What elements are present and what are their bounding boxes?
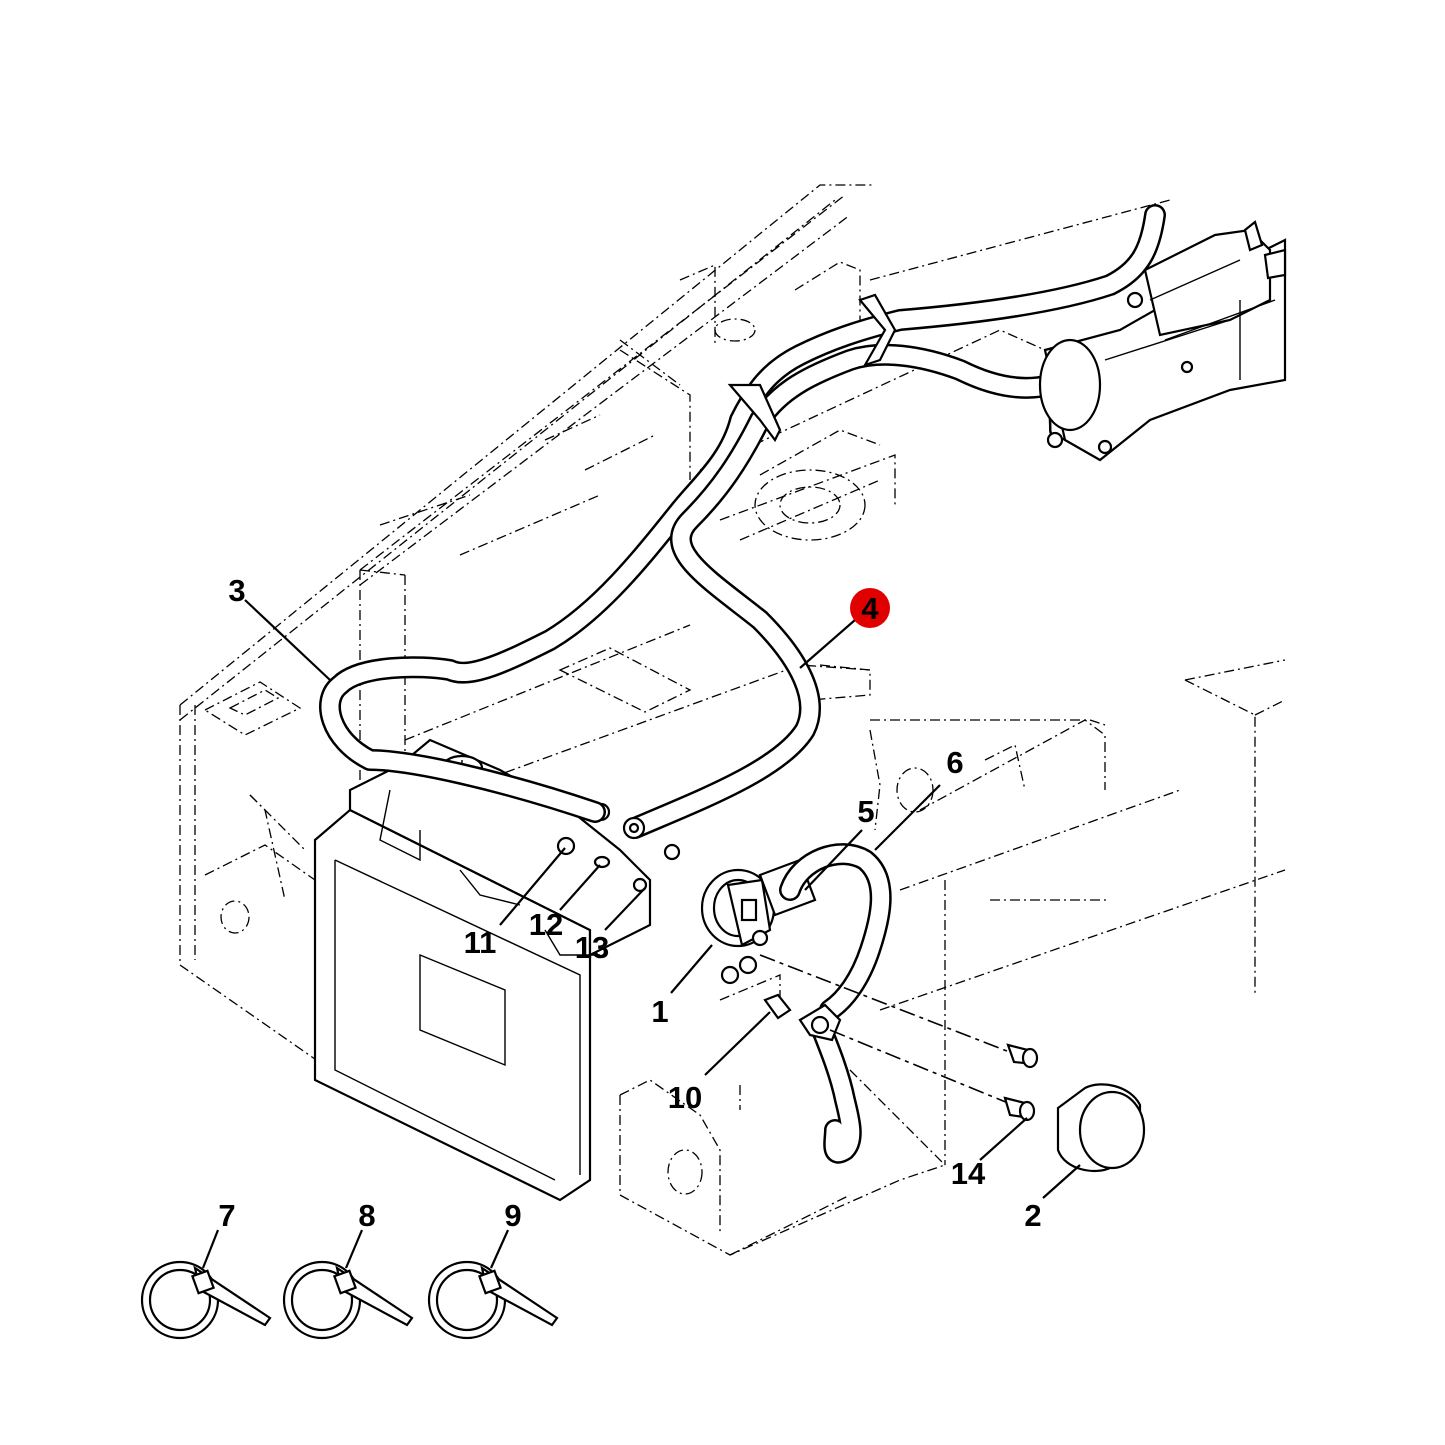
callout-8[interactable]: 8	[358, 1198, 375, 1233]
callout-5[interactable]: 5	[857, 794, 874, 829]
bolt[interactable]	[763, 993, 792, 1020]
callout-12[interactable]: 12	[529, 907, 563, 942]
cable-terminal-hole	[628, 822, 640, 834]
bolt[interactable]	[1006, 1043, 1039, 1069]
bolt[interactable]	[1003, 1096, 1036, 1122]
callout-2[interactable]: 2	[1024, 1198, 1041, 1233]
leader-lines	[201, 599, 1081, 1269]
callout-10[interactable]: 10	[668, 1080, 702, 1115]
callout-4[interactable]: 4	[861, 591, 879, 626]
cable-tie[interactable]	[140, 1260, 272, 1340]
cable-tie[interactable]	[427, 1260, 559, 1340]
callout-3[interactable]: 3	[228, 573, 245, 608]
callout-4-highlight	[850, 588, 890, 628]
callout-1[interactable]: 1	[651, 994, 668, 1029]
callout-9[interactable]: 9	[504, 1198, 521, 1233]
starter-motor	[1038, 220, 1287, 462]
battery-cable[interactable]	[319, 204, 1166, 823]
cable-clamp	[727, 293, 897, 443]
callouts: 1 2 3 4 5 6 7 8 9 10 11 12 13 14	[218, 573, 1041, 1233]
jumper-cable[interactable]	[779, 843, 892, 1021]
assembly-line	[829, 1029, 1031, 1113]
callout-13[interactable]: 13	[575, 930, 609, 965]
cable-tie[interactable]	[282, 1260, 414, 1340]
callout-6[interactable]: 6	[946, 745, 963, 780]
callout-11[interactable]: 11	[464, 925, 497, 960]
nut[interactable]	[720, 955, 758, 985]
callout-14[interactable]: 14	[951, 1156, 986, 1191]
chassis-frame	[179, 184, 1286, 1256]
cable-clamp	[798, 1003, 842, 1042]
battery[interactable]	[313, 738, 681, 1202]
ground-cable[interactable]	[809, 1014, 862, 1164]
callout-7[interactable]: 7	[218, 1198, 235, 1233]
starter-cable[interactable]	[624, 343, 1071, 839]
switch-knob[interactable]	[1056, 1083, 1146, 1172]
assembly-line	[759, 954, 1031, 1061]
